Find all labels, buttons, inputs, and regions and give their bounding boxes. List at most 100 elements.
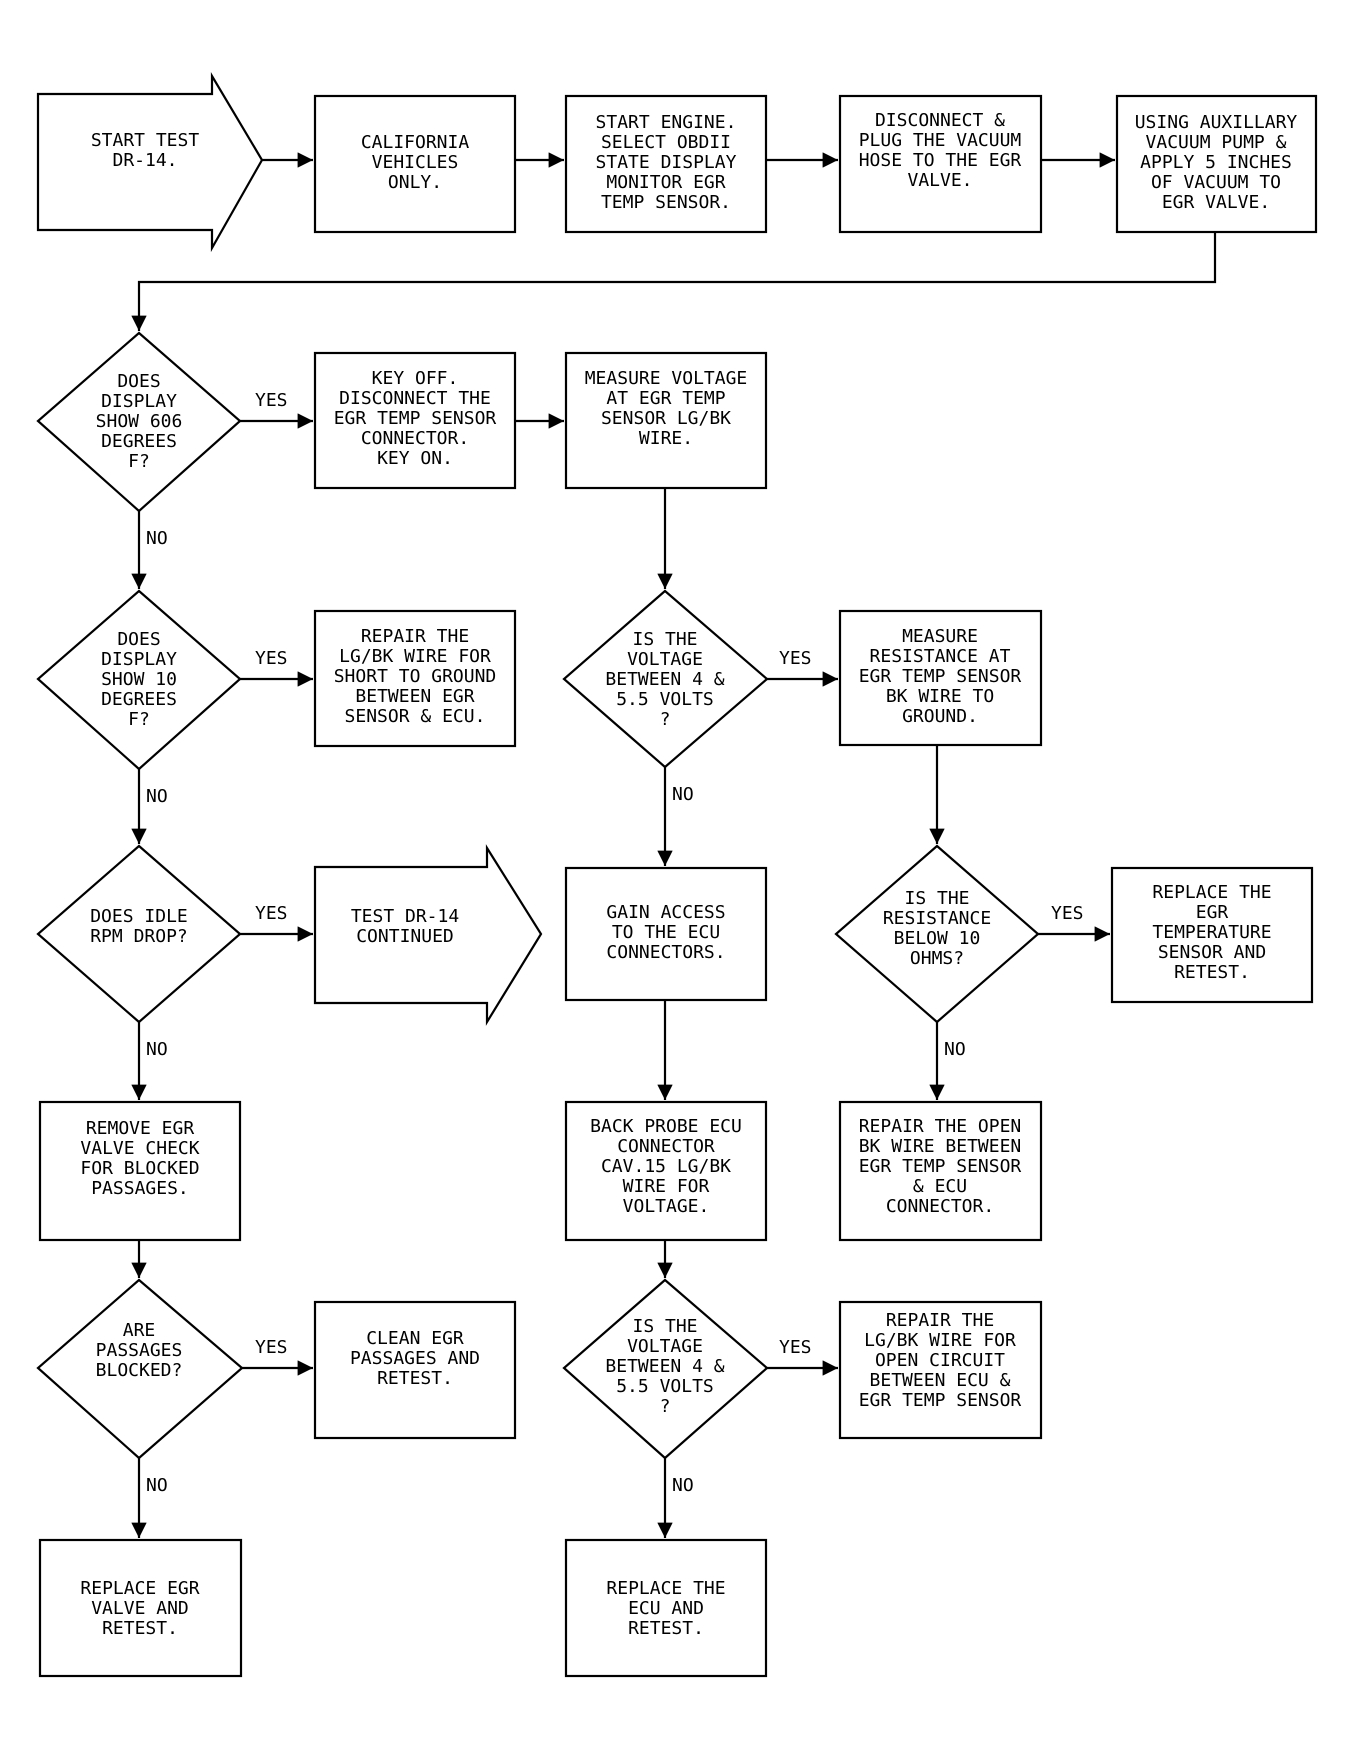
edge-labels: YES NO YES NO YES NO YES NO YES NO YES N…	[146, 390, 1084, 1496]
node-text-line: CONNECTOR	[617, 1136, 715, 1157]
node-text-line: CONNECTOR.	[361, 428, 469, 449]
node-text-line: RETEST.	[628, 1618, 704, 1639]
node-text-line: LG/BK WIRE FOR	[339, 646, 491, 667]
node-text-line: OF VACUUM TO	[1151, 172, 1281, 193]
node-text-line: DOES	[117, 629, 160, 650]
node-text-line: EGR TEMP SENSOR	[859, 1390, 1022, 1411]
node-text-line: WIRE.	[639, 428, 693, 449]
node-text-line: DR-14.	[112, 150, 177, 171]
node-text-line: RESISTANCE	[883, 908, 991, 929]
no-label: NO	[146, 528, 168, 549]
node-text-line: ECU AND	[628, 1598, 704, 1619]
node-text-line: MEASURE	[902, 626, 978, 647]
edges	[131, 152, 1217, 1538]
node-text-line: DEGREES	[101, 689, 177, 710]
node-text-line: VOLTAGE	[627, 649, 703, 670]
node-text-line: SENSOR AND	[1158, 942, 1266, 963]
node-text-line: PASSAGES	[96, 1340, 183, 1361]
node-text-line: 5.5 VOLTS	[616, 1376, 714, 1397]
node-text-line: FOR BLOCKED	[80, 1158, 199, 1179]
node-text-line: DISPLAY	[101, 391, 177, 412]
node-text-line: MONITOR EGR	[606, 172, 725, 193]
node-text-line: EGR TEMP SENSOR	[859, 666, 1022, 687]
node-text-line: VALVE AND	[91, 1598, 189, 1619]
node-text-line: PLUG THE VACUUM	[859, 130, 1022, 151]
yes-label: YES	[779, 1337, 812, 1358]
no-label: NO	[146, 786, 168, 807]
node-text-line: ?	[660, 709, 671, 730]
node-text-line: DOES IDLE	[90, 906, 188, 927]
node-text-line: SHORT TO GROUND	[334, 666, 497, 687]
node-text-line: IS THE	[632, 1316, 697, 1337]
node-text-line: REPLACE THE	[606, 1578, 725, 1599]
no-label: NO	[672, 1475, 694, 1496]
node-text-line: BK WIRE TO	[886, 686, 994, 707]
node-text-line: VACUUM PUMP &	[1146, 132, 1287, 153]
node-text-line: GROUND.	[902, 706, 978, 727]
node-text-line: OHMS?	[910, 948, 964, 969]
continued-arrow-shape	[313, 844, 543, 1026]
node-text-line: VEHICLES	[372, 152, 459, 173]
no-label: NO	[944, 1039, 966, 1060]
no-label: NO	[672, 784, 694, 805]
node-text-line: SHOW 606	[96, 411, 183, 432]
node-text-line: REMOVE EGR	[86, 1118, 195, 1139]
node-text-line: PASSAGES AND	[350, 1348, 480, 1369]
node-text-line: RESISTANCE AT	[870, 646, 1011, 667]
node-text-line: TEMP SENSOR.	[601, 192, 731, 213]
yes-label: YES	[255, 390, 288, 411]
node-text-line: SENSOR LG/BK	[601, 408, 731, 429]
node-text-line: REPLACE THE	[1152, 882, 1271, 903]
edge-auxpump-display606	[131, 230, 1217, 331]
node-text-line: START ENGINE.	[596, 112, 737, 133]
node-text-line: DISPLAY	[101, 649, 177, 670]
node-text-line: REPAIR THE	[886, 1310, 994, 1331]
node-text-line: BETWEEN 4 &	[605, 1356, 724, 1377]
node-text-line: VOLTAGE.	[623, 1196, 710, 1217]
node-text-line: BETWEEN EGR	[355, 686, 474, 707]
node-text-line: & ECU	[913, 1176, 967, 1197]
node-text-line: KEY OFF.	[372, 368, 459, 389]
node-text-line: RETEST.	[1174, 962, 1250, 983]
node-text-line: CONNECTOR.	[886, 1196, 994, 1217]
yes-label: YES	[255, 903, 288, 924]
node-text-line: USING AUXILLARY	[1135, 112, 1298, 133]
node-text-line: SELECT OBDII	[601, 132, 731, 153]
node-text-line: EGR TEMP SENSOR	[859, 1156, 1022, 1177]
node-text-line: VOLTAGE	[627, 1336, 703, 1357]
node-text-line: SHOW 10	[101, 669, 177, 690]
node-text-line: ONLY.	[388, 172, 442, 193]
node-text-line: DISCONNECT &	[875, 110, 1005, 131]
